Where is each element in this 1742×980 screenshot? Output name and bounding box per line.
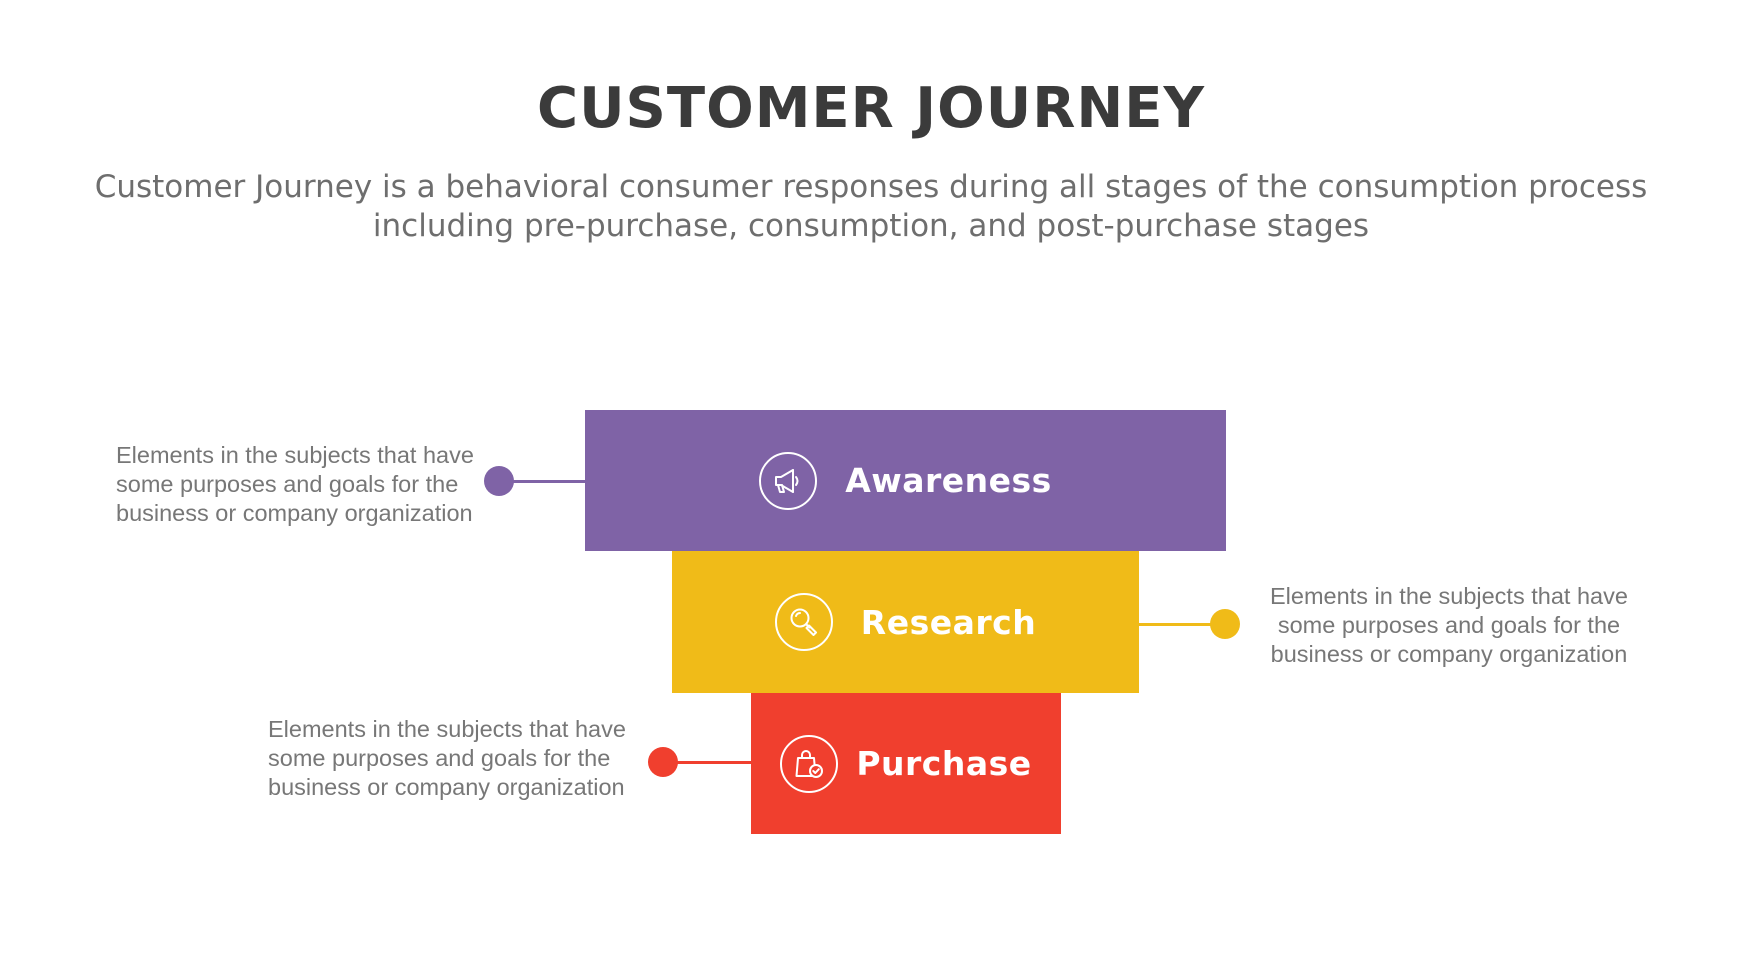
research-connector-dot (1210, 609, 1240, 639)
stage-research: Research (672, 551, 1139, 693)
description-line: Elements in the subjects that have (1270, 583, 1628, 609)
description-line: some purposes and goals for the (1277, 612, 1621, 638)
stage-awareness: Awareness (585, 410, 1226, 551)
stage-purchase: Purchase (751, 693, 1061, 834)
shopping-bag-check-icon (780, 734, 839, 793)
stage-label: Purchase (856, 744, 1032, 783)
description-line: business or company organization (268, 774, 625, 800)
subtitle-line: including pre-purchase, consumption, and… (372, 208, 1370, 244)
page-title: CUSTOMER JOURNEY (536, 76, 1205, 141)
page-subtitle: Customer Journey is a behavioral consume… (0, 168, 1742, 246)
awareness-description: Elements in the subjects that have some … (116, 441, 474, 528)
megaphone-icon (759, 451, 818, 510)
subtitle-line: Customer Journey is a behavioral consume… (94, 169, 1648, 205)
purchase-connector-dot (648, 747, 678, 777)
description-line: Elements in the subjects that have (268, 716, 626, 742)
research-connector-line (1139, 623, 1225, 626)
stage-label: Awareness (845, 461, 1052, 500)
awareness-connector-dot (484, 466, 514, 496)
purchase-description: Elements in the subjects that have some … (268, 715, 626, 802)
stage-label: Research (860, 602, 1037, 642)
awareness-connector-line (510, 480, 586, 483)
description-line: some purposes and goals for the (116, 471, 459, 497)
magnifier-icon (774, 593, 833, 651)
description-line: some purposes and goals for the (268, 745, 611, 771)
description-line: business or company organization (116, 500, 473, 526)
research-description: Elements in the subjects that have some … (1270, 582, 1628, 669)
purchase-connector-line (674, 761, 752, 764)
description-line: business or company organization (1270, 641, 1628, 667)
description-line: Elements in the subjects that have (116, 442, 474, 468)
